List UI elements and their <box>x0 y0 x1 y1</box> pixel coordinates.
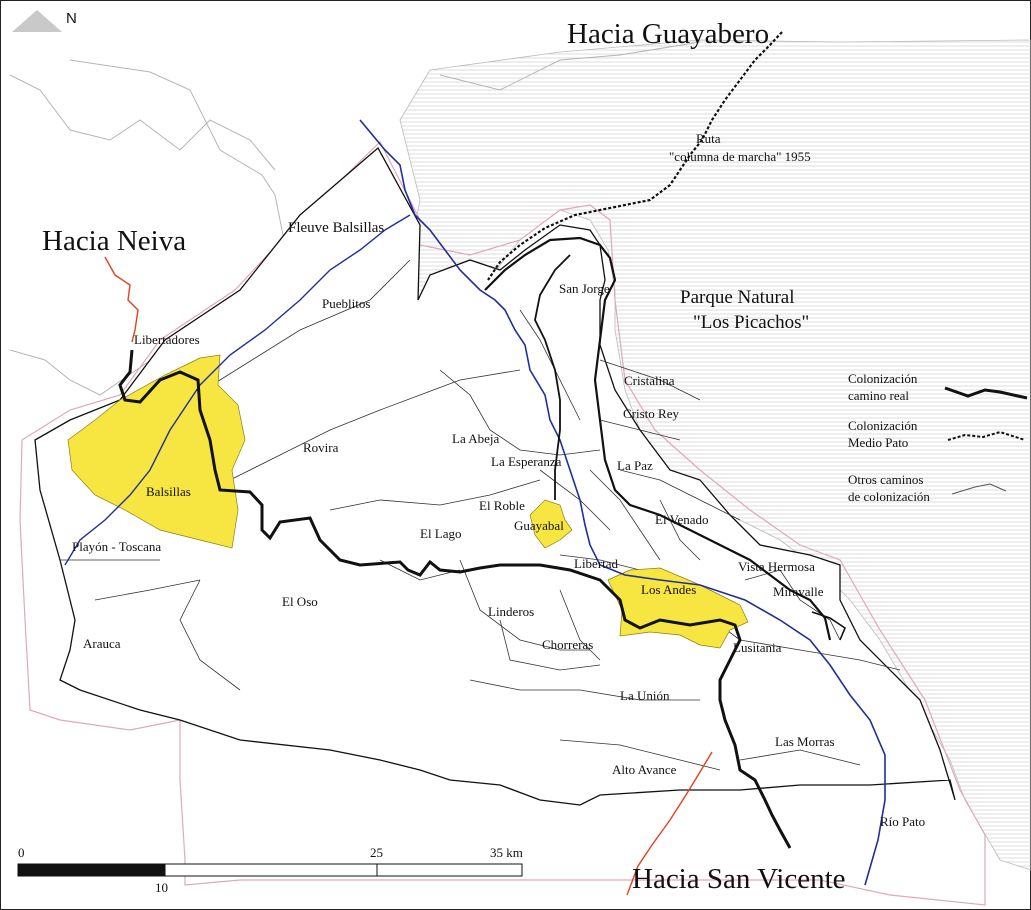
place-las-morras: Las Morras <box>775 734 835 749</box>
label-fleuve-balsillas: Fleuve Balsillas <box>288 220 384 236</box>
legend-medio-pato-line <box>947 430 1026 441</box>
river-balsillas <box>64 214 411 566</box>
place-vista-hermosa: Vista Hermosa <box>738 559 815 574</box>
place-chorreras: Chorreras <box>542 637 593 652</box>
legend-medio-pato-label-2: Medio Pato <box>848 435 908 450</box>
place-balsillas: Balsillas <box>146 484 191 499</box>
study-area-outline <box>34 146 956 806</box>
road-to-san-vicente <box>626 751 713 896</box>
camino-real-main <box>118 349 792 849</box>
scale-bar-solid-segment <box>17 863 166 877</box>
label-hacia-guayabero: Hacia Guayabero <box>567 18 769 50</box>
place-miravalle: Miravalle <box>773 584 824 599</box>
place-cristo-rey: Cristo Rey <box>623 406 679 421</box>
place-los-andes: Los Andes <box>641 582 696 597</box>
place-el-lago: El Lago <box>420 526 462 541</box>
label-los-picachos: "Los Picachos" <box>693 312 809 333</box>
place-la-paz: La Paz <box>617 458 653 473</box>
legend: Colonización camino real Colonización Me… <box>848 371 1028 504</box>
label-hacia-san-vicente: Hacia San Vicente <box>632 863 846 895</box>
legend-camino-real-label-1: Colonización <box>848 371 918 386</box>
scale-label-10: 10 <box>155 880 168 895</box>
place-linderos: Linderos <box>488 604 534 619</box>
place-el-roble: El Roble <box>479 498 525 513</box>
place-la-abeja: La Abeja <box>452 431 500 446</box>
place-guayabal: Guayabal <box>514 518 564 533</box>
place-cristalina: Cristalina <box>624 373 675 388</box>
north-arrow-icon <box>12 10 62 32</box>
place-la-union: La Unión <box>620 688 670 703</box>
place-lusitania: Lusitania <box>733 640 782 655</box>
place-rovira: Rovira <box>303 440 339 455</box>
label-hacia-neiva: Hacia Neiva <box>42 225 186 257</box>
place-san-jorge: San Jorge <box>559 281 610 296</box>
camino-real-loop <box>484 236 832 641</box>
rio-pato <box>359 119 886 886</box>
label-parque-natural: Parque Natural <box>680 287 794 308</box>
place-arauca: Arauca <box>83 636 121 651</box>
scale-label-0: 0 <box>18 845 25 860</box>
legend-medio-pato-label-1: Colonización <box>848 418 918 433</box>
place-labels: Libertadores Pueblitos Balsillas Rovira … <box>72 281 835 777</box>
label-rio-pato: Río Pato <box>880 814 925 829</box>
label-ruta: Ruta <box>696 131 721 146</box>
place-playon-toscana: Playón - Toscana <box>72 539 161 554</box>
scale-label-35: 35 km <box>490 845 523 860</box>
ruta-columna-marcha <box>487 31 783 281</box>
place-la-esperanza: La Esperanza <box>491 454 562 469</box>
place-libertad: Libertad <box>574 556 619 571</box>
place-el-venado: El Venado <box>655 512 709 527</box>
road-to-neiva <box>104 256 139 343</box>
camino-real-branch <box>534 254 571 500</box>
label-columna-de-marcha: "columna de marcha" 1955 <box>669 149 811 164</box>
legend-otros-caminos-line <box>951 483 1007 495</box>
settlement-guayabal <box>529 499 573 549</box>
north-label: N <box>66 10 77 27</box>
place-pueblitos: Pueblitos <box>322 296 370 311</box>
place-libertadores: Libertadores <box>134 332 200 347</box>
scale-label-25: 25 <box>370 845 383 860</box>
place-alto-avance: Alto Avance <box>612 762 677 777</box>
legend-camino-real-line <box>944 386 1028 400</box>
north-arrow: N <box>12 10 77 32</box>
legend-otros-caminos-label-2: de colonización <box>848 489 930 504</box>
camino-real-east <box>811 611 846 641</box>
place-el-oso: El Oso <box>282 594 318 609</box>
scale-bar-open-segment <box>164 863 523 877</box>
legend-otros-caminos-label-1: Otros caminos <box>848 472 923 487</box>
legend-camino-real-label-2: camino real <box>848 388 909 403</box>
scale-bar: 0 10 25 35 km <box>17 845 523 895</box>
